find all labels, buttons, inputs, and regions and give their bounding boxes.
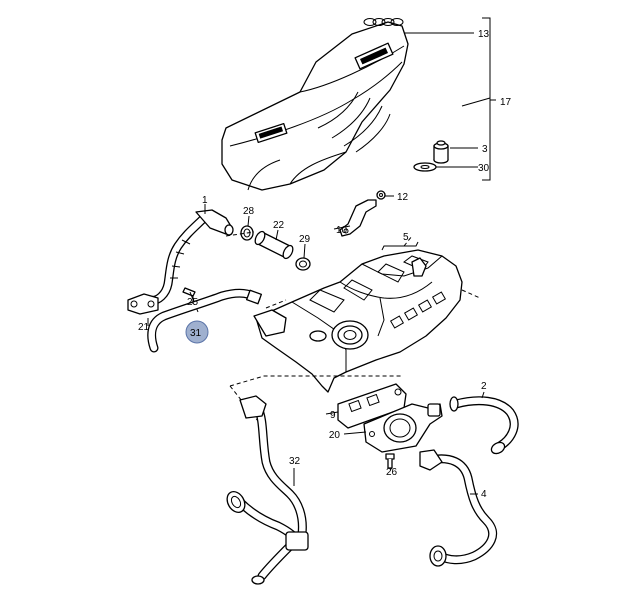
vent-hose-32 (226, 395, 309, 585)
callout-2[interactable]: 2 (481, 381, 487, 392)
callout-17[interactable]: 17 (500, 97, 512, 108)
hose-clamp-2 (295, 257, 311, 271)
callout-9[interactable]: 9 (330, 410, 336, 421)
crankcase-hose (127, 209, 234, 315)
callout-30[interactable]: 30 (478, 163, 490, 174)
callout-32[interactable]: 32 (289, 456, 301, 467)
washer (413, 162, 437, 172)
clip (376, 190, 386, 200)
bracket (339, 199, 377, 237)
screw (385, 453, 395, 469)
callout-28[interactable]: 28 (243, 206, 255, 217)
grommet (433, 140, 449, 164)
callout-25[interactable]: 25 (187, 297, 199, 308)
callout-4[interactable]: 4 (481, 489, 487, 500)
callout-labels: 13 17 3 30 12 10 5 1 28 22 29 25 21 31 9… (138, 29, 512, 500)
callout-10[interactable]: 10 (336, 225, 348, 236)
intake-hose (254, 230, 294, 260)
emblem-rings (363, 18, 404, 26)
callout-22[interactable]: 22 (273, 220, 285, 231)
callout-12[interactable]: 12 (397, 192, 409, 203)
callout-21[interactable]: 21 (138, 322, 150, 333)
breather-hose (147, 288, 287, 353)
callout-31[interactable]: 31 (190, 328, 202, 339)
callout-31-highlight (185, 320, 209, 344)
engine-cover (221, 21, 409, 191)
callout-5[interactable]: 5 (403, 232, 409, 243)
vent-hose-4 (419, 449, 498, 567)
callout-20[interactable]: 20 (329, 430, 341, 441)
callout-26[interactable]: 26 (386, 467, 398, 478)
valve-cover (255, 249, 463, 393)
flange (363, 403, 443, 453)
leader-lines (147, 17, 496, 495)
callout-13[interactable]: 13 (478, 29, 490, 40)
callout-1[interactable]: 1 (202, 195, 208, 206)
vent-hose-2 (449, 396, 519, 455)
callout-29[interactable]: 29 (299, 234, 311, 245)
callout-3[interactable]: 3 (482, 144, 488, 155)
